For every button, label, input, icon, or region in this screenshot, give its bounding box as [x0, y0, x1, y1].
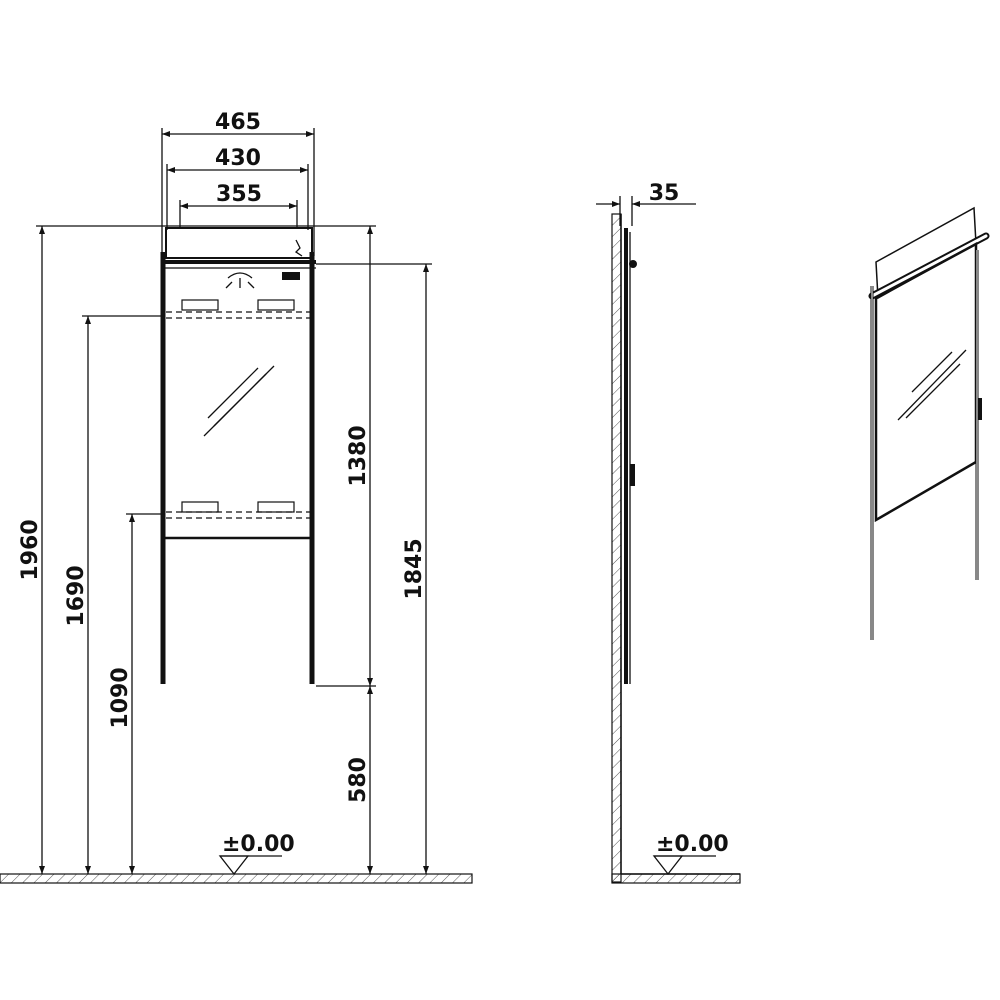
front-view: ±0.00 [0, 110, 473, 884]
front-width-dimensions: 465 430 355 [161, 110, 315, 256]
dim-height-1960: 1960 [18, 519, 43, 580]
side-view: 35 ±0.00 [596, 181, 741, 884]
perspective-lamp-bar [868, 232, 990, 300]
dim-height-580: 580 [346, 757, 371, 803]
dim-height-1845: 1845 [402, 538, 427, 599]
dim-height-1690: 1690 [64, 565, 89, 626]
dim-width-430: 430 [215, 146, 261, 171]
front-floor [0, 873, 473, 884]
side-level-marker: ±0.00 [652, 832, 729, 876]
perspective-glare-icon [897, 349, 967, 421]
front-height-dimensions: 1960 1690 1090 1380 580 1 [18, 225, 432, 874]
dim-height-1380: 1380 [346, 425, 371, 486]
front-level-label: ±0.00 [222, 832, 295, 857]
lamp-icon [225, 272, 255, 289]
side-depth-dimension: 35 [596, 181, 696, 226]
top-shelf [166, 299, 310, 319]
mirror-unit-front [160, 227, 316, 684]
dim-depth-35: 35 [649, 181, 680, 206]
switch-icon [282, 239, 303, 280]
mirror-glare-icon [203, 365, 275, 437]
front-level-marker: ±0.00 [218, 832, 295, 876]
dim-height-1090: 1090 [108, 667, 133, 728]
bottom-shelf [166, 501, 310, 519]
dim-width-355: 355 [216, 182, 262, 207]
dim-width-465: 465 [215, 110, 261, 135]
perspective-view [868, 206, 990, 640]
side-wall [611, 213, 741, 884]
side-level-label: ±0.00 [656, 832, 729, 857]
mirror-unit-side [624, 228, 637, 684]
